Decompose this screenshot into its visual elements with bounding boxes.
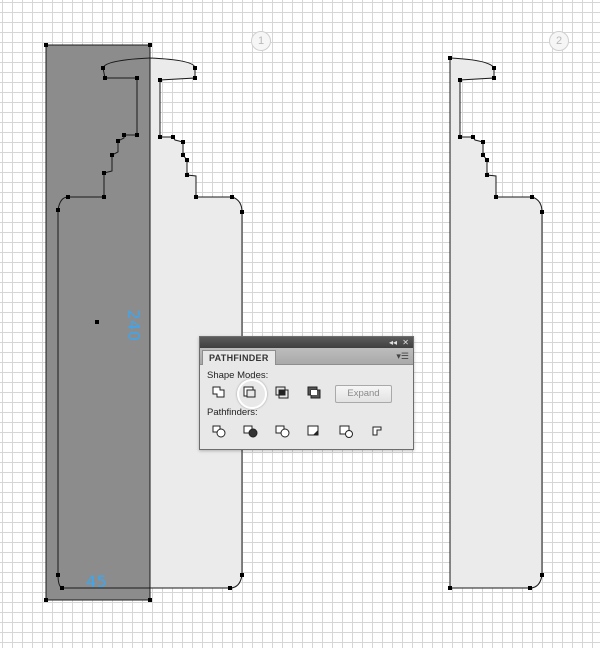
unite-icon[interactable] — [210, 384, 228, 400]
divide-icon[interactable] — [210, 423, 228, 439]
close-icon[interactable]: ✕ — [402, 338, 409, 347]
intersect-icon[interactable] — [273, 384, 291, 400]
collapse-icon[interactable]: ◂◂ — [388, 338, 397, 347]
height-dimension-label: 240 — [124, 309, 144, 342]
pathfinders-label: Pathfinders: — [207, 407, 258, 418]
tab-pathfinder[interactable]: PATHFINDER — [202, 350, 276, 365]
expand-button[interactable]: Expand — [335, 385, 392, 403]
trim-icon[interactable] — [241, 423, 259, 439]
minus-back-icon[interactable] — [369, 423, 387, 439]
anchor-points-1 — [44, 43, 244, 602]
anchor-points-2 — [448, 56, 544, 590]
step-badge-1: 1 — [251, 31, 271, 51]
panel-menu-icon[interactable]: ▾☰ — [396, 351, 409, 361]
step-badge-2: 2 — [549, 31, 569, 51]
crop-icon[interactable] — [305, 423, 323, 439]
merge-icon[interactable] — [273, 423, 291, 439]
panel-tab-row: PATHFINDER ▾☰ — [200, 348, 413, 365]
minus-front-icon[interactable] — [241, 384, 259, 400]
bottle-shape-2[interactable] — [449, 57, 543, 589]
shape-modes-label: Shape Modes: — [207, 370, 269, 381]
pathfinder-panel[interactable]: ◂◂ ✕ PATHFINDER ▾☰ Shape Modes: Expand P… — [199, 336, 414, 450]
exclude-icon[interactable] — [305, 384, 323, 400]
panel-titlebar[interactable]: ◂◂ ✕ — [200, 337, 413, 348]
outline-icon[interactable] — [337, 423, 355, 439]
width-dimension-label: 45 — [86, 572, 108, 591]
